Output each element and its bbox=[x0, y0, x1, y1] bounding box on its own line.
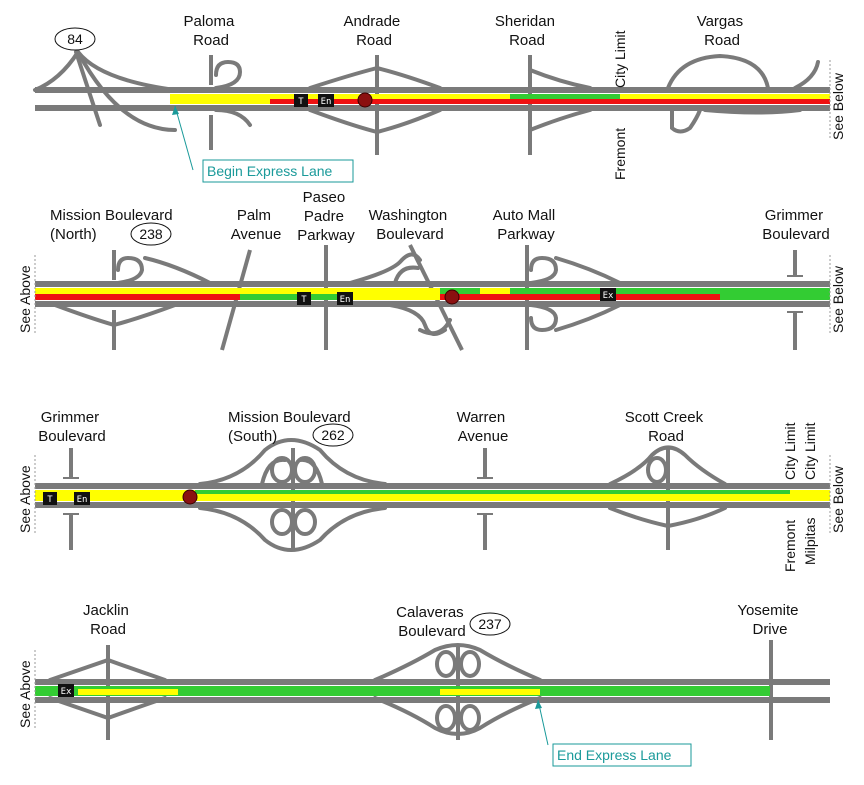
road-label-mission-north: Mission Boulevard (North) bbox=[50, 207, 177, 243]
road-label-palm: Palm Avenue bbox=[231, 207, 282, 243]
shield-84[interactable]: 84 bbox=[54, 27, 96, 51]
shield-238[interactable]: 238 bbox=[130, 222, 172, 246]
road-label-paseo-padre: Paseo Padre Parkway bbox=[297, 189, 355, 244]
interchange-paloma bbox=[209, 55, 252, 150]
road-label-yosemite: Yosemite Drive bbox=[737, 602, 802, 638]
shield-84-label: 84 bbox=[67, 31, 83, 47]
incident-marker[interactable] bbox=[357, 92, 373, 108]
toll-tag-label: T bbox=[298, 97, 304, 107]
toll-tag-marker[interactable]: T bbox=[43, 492, 57, 505]
entry-tag-label: En bbox=[340, 295, 351, 305]
exit-tag-marker[interactable]: Ex bbox=[58, 684, 74, 697]
road-label-auto-mall: Auto Mall Parkway bbox=[493, 207, 560, 243]
entry-tag-label: En bbox=[77, 495, 88, 505]
end-express-lane-callout: End Express Lane bbox=[552, 743, 692, 767]
row-3-segment: T En Grimmer Boulevard Mission Boulevard… bbox=[17, 409, 846, 572]
see-above-link[interactable]: See Above bbox=[17, 465, 33, 533]
road-label-washington: Washington Boulevard bbox=[369, 207, 452, 243]
see-above-link[interactable]: See Above bbox=[17, 660, 33, 728]
entry-tag-marker[interactable]: En bbox=[337, 292, 353, 305]
interchange-warren bbox=[477, 448, 493, 550]
road-label-mission-south: Mission Boulevard (South) bbox=[228, 409, 355, 445]
row-4-segment: Ex Jacklin Road Calaveras Boulevard 237 … bbox=[17, 602, 830, 767]
see-below-link[interactable]: See Below bbox=[830, 72, 846, 140]
see-above-link[interactable]: See Above bbox=[17, 265, 33, 333]
shield-238-label: 238 bbox=[139, 226, 163, 242]
road-label-grimmer: Grimmer Boulevard bbox=[762, 207, 830, 243]
interchange-vargas bbox=[666, 53, 820, 134]
toll-tag-marker[interactable]: T bbox=[297, 292, 311, 305]
incident-marker[interactable] bbox=[182, 489, 198, 505]
interchange-mission-south bbox=[198, 438, 387, 552]
city-limit-label: City Limit bbox=[782, 422, 798, 480]
interchange-grimmer-top bbox=[787, 250, 803, 350]
exit-tag-label: Ex bbox=[61, 687, 72, 697]
entry-tag-label: En bbox=[321, 97, 332, 107]
row-2-segment: T En Ex Mission Boulevard (North) 238 Pa… bbox=[17, 189, 846, 351]
interchange-mission-north bbox=[53, 250, 212, 350]
shield-237[interactable]: 237 bbox=[469, 612, 511, 636]
end-express-lane-label: End Express Lane bbox=[557, 747, 672, 763]
city-limit-label: City Limit bbox=[612, 30, 628, 88]
see-below-link[interactable]: See Below bbox=[830, 465, 846, 533]
toll-tag-label: T bbox=[47, 495, 53, 505]
road-label-paloma: Paloma Road bbox=[183, 13, 238, 49]
road-label-andrade: Andrade Road bbox=[344, 13, 405, 49]
exit-tag-label: Ex bbox=[603, 291, 614, 301]
incident-marker[interactable] bbox=[444, 289, 460, 305]
see-below-link[interactable]: See Below bbox=[830, 265, 846, 333]
shield-237-label: 237 bbox=[478, 616, 502, 632]
begin-express-lane-label: Begin Express Lane bbox=[207, 163, 333, 179]
interchange-grimmer-bottom bbox=[63, 448, 79, 550]
road-label-calaveras: Calaveras Boulevard bbox=[396, 604, 468, 640]
toll-tag-label: T bbox=[301, 295, 307, 305]
road-label-scott-creek: Scott Creek Road bbox=[625, 409, 708, 445]
road-label-warren: Warren Avenue bbox=[457, 409, 510, 445]
exit-tag-marker[interactable]: Ex bbox=[600, 288, 616, 301]
road-label-sheridan: Sheridan Road bbox=[495, 13, 559, 49]
city-name-milpitas: Milpitas bbox=[802, 518, 818, 565]
road-label-vargas: Vargas Road bbox=[697, 13, 748, 49]
road-label-jacklin: Jacklin Road bbox=[83, 602, 133, 638]
city-limit-label: City Limit bbox=[802, 422, 818, 480]
row-1-segment: T En 84 Paloma Road Andrade Road Sherida… bbox=[33, 13, 846, 183]
entry-tag-marker[interactable]: En bbox=[74, 492, 90, 505]
entry-tag-marker[interactable]: En bbox=[318, 94, 334, 107]
city-name-fremont: Fremont bbox=[612, 128, 628, 180]
city-name-fremont: Fremont bbox=[782, 520, 798, 572]
toll-tag-marker[interactable]: T bbox=[294, 94, 308, 107]
shield-262[interactable]: 262 bbox=[312, 423, 354, 447]
road-label-grimmer-2: Grimmer Boulevard bbox=[38, 409, 106, 445]
shield-262-label: 262 bbox=[321, 427, 345, 443]
begin-express-lane-callout: Begin Express Lane bbox=[202, 159, 354, 183]
